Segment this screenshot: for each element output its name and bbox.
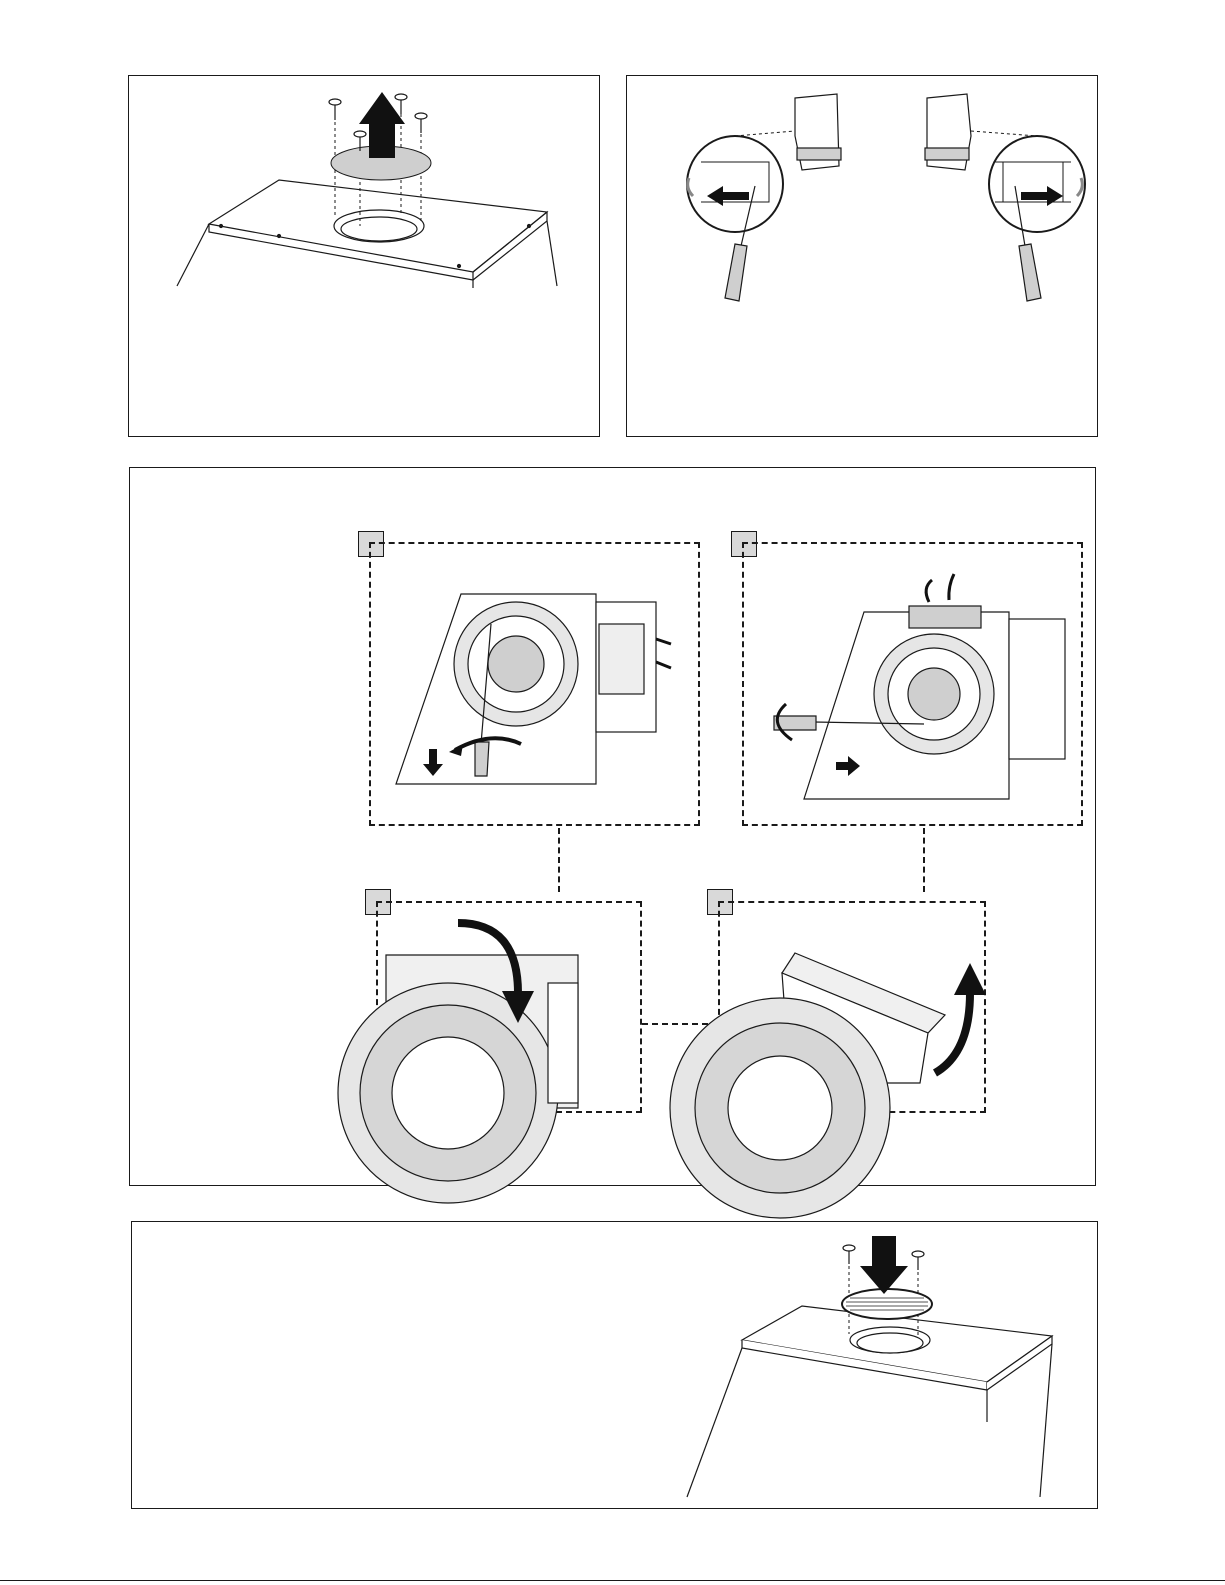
fan-closeup-icon [720, 903, 988, 1115]
panel-release-clips [626, 75, 1098, 437]
substep-1-frame [369, 542, 700, 826]
clip-release-illustration [627, 76, 1099, 438]
page-bottom-rule [0, 1580, 1225, 1581]
panel-install-grille [131, 1221, 1098, 1509]
connector-2 [923, 828, 925, 892]
substep-2-frame [742, 542, 1083, 826]
magnifier-icon [687, 136, 1085, 232]
hood-top-illustration [129, 76, 601, 438]
panel-remove-cover [128, 75, 600, 437]
up-arrow-icon [935, 993, 970, 1073]
substep-3-frame [376, 901, 642, 1113]
connector-3 [642, 1023, 718, 1025]
down-arrow-icon [860, 1236, 908, 1294]
hood-top-icon [177, 180, 557, 288]
hood-body-illustration [132, 1222, 1099, 1510]
substep-4-frame [718, 901, 986, 1113]
fan-closeup-icon [378, 903, 644, 1115]
grille-icon [842, 1289, 932, 1319]
connector-1 [558, 828, 560, 892]
fan-motor-icon [744, 544, 1085, 828]
fan-motor-icon [371, 544, 702, 828]
hood-body-icon [687, 1306, 1052, 1497]
